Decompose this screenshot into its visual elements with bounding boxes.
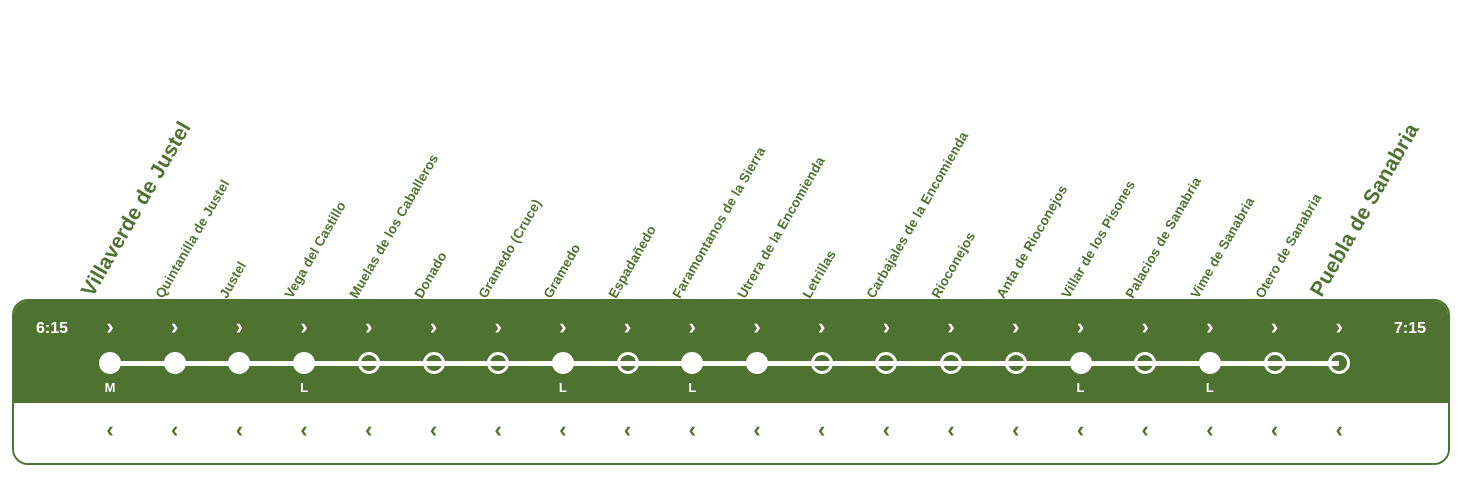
back-chevron-icon: ‹ bbox=[1206, 417, 1214, 442]
back-chevron-icon: ‹ bbox=[494, 417, 502, 442]
station-label: Gramedo (Cruce) bbox=[475, 195, 545, 301]
station-label: Palacios de Sanabria bbox=[1122, 174, 1205, 301]
station-service-marker: L bbox=[688, 380, 697, 395]
station-dot[interactable] bbox=[357, 352, 380, 374]
station-dot[interactable] bbox=[681, 352, 704, 374]
forward-chevron-icon: › bbox=[623, 314, 632, 339]
forward-chevron-icon: › bbox=[1270, 314, 1279, 339]
station-dot[interactable] bbox=[422, 352, 445, 374]
station-label: Vime de Sanabria bbox=[1187, 194, 1258, 301]
back-chevron-icon: ‹ bbox=[1141, 417, 1149, 442]
forward-chevron-icon: › bbox=[235, 314, 244, 339]
station-label: Letrillas bbox=[799, 247, 839, 301]
station-service-marker: M bbox=[104, 380, 116, 395]
forward-chevron-icon: › bbox=[429, 314, 438, 339]
station-dot[interactable] bbox=[1198, 352, 1221, 374]
station-label: Donado bbox=[410, 248, 450, 301]
station-dot[interactable] bbox=[940, 352, 963, 374]
forward-chevron-icon: › bbox=[818, 314, 826, 339]
station-dot[interactable] bbox=[746, 352, 768, 374]
forward-chevron-icon: › bbox=[106, 314, 114, 339]
station-service-marker: L bbox=[1076, 380, 1085, 395]
station-label: Rioconejos bbox=[928, 228, 979, 301]
back-chevron-icon: ‹ bbox=[1012, 417, 1020, 442]
back-chevron-icon: ‹ bbox=[171, 417, 179, 442]
station-dot[interactable] bbox=[228, 352, 251, 374]
forward-chevron-icon: › bbox=[753, 314, 761, 339]
forward-chevron-icon: › bbox=[171, 314, 179, 339]
station-service-marker: L bbox=[558, 380, 567, 395]
station-label: Puebla de Sanabria bbox=[1306, 119, 1424, 301]
timetable-panel: 6:15 7:15 ›M›››L››››L››L››››››L››L›› 16:… bbox=[12, 299, 1450, 465]
outbound-arrival-time: 7:15 bbox=[1393, 320, 1426, 337]
back-chevron-icon: ‹ bbox=[947, 417, 955, 442]
station-dot[interactable] bbox=[293, 352, 316, 374]
outbound-departure-time: 6:15 bbox=[36, 320, 69, 337]
station-label: Gramedo bbox=[540, 240, 584, 301]
station-service-marker: L bbox=[1205, 380, 1214, 395]
back-chevron-icon: ‹ bbox=[1270, 417, 1279, 442]
station-dot[interactable] bbox=[616, 352, 639, 374]
station-dot[interactable] bbox=[1263, 352, 1286, 374]
back-chevron-icon: ‹ bbox=[818, 417, 826, 442]
back-chevron-icon: ‹ bbox=[365, 417, 373, 442]
back-chevron-icon: ‹ bbox=[882, 417, 891, 442]
station-label: Justel bbox=[216, 258, 250, 301]
back-chevron-icon: ‹ bbox=[1076, 417, 1085, 442]
station-dot[interactable] bbox=[487, 352, 510, 374]
station-service-marker: L bbox=[300, 380, 309, 395]
back-chevron-icon: ‹ bbox=[753, 417, 761, 442]
outbound-direction-row: 6:15 7:15 › M › › › L › › › › L › › L › › › › › › L › › L › › bbox=[14, 301, 1448, 403]
forward-chevron-icon: › bbox=[947, 314, 955, 339]
back-chevron-icon: ‹ bbox=[429, 417, 438, 442]
back-chevron-icon: ‹ bbox=[559, 417, 567, 442]
forward-chevron-icon: › bbox=[365, 314, 373, 339]
forward-chevron-icon: › bbox=[559, 314, 567, 339]
forward-chevron-icon: › bbox=[1206, 314, 1214, 339]
forward-chevron-icon: › bbox=[300, 314, 308, 339]
station-label: Espadañedo bbox=[605, 222, 659, 301]
forward-chevron-icon: › bbox=[494, 314, 502, 339]
station-dot[interactable] bbox=[1134, 352, 1157, 374]
back-chevron-icon: ‹ bbox=[1335, 417, 1343, 442]
station-dot[interactable] bbox=[1328, 352, 1351, 374]
station-dot[interactable] bbox=[1004, 352, 1027, 374]
back-chevron-icon: ‹ bbox=[688, 417, 696, 442]
station-dot[interactable] bbox=[810, 352, 833, 374]
station-label: Anta de Rioconejos bbox=[993, 182, 1071, 301]
station-label: Villar de los Pisones bbox=[1057, 177, 1138, 301]
forward-chevron-icon: › bbox=[1335, 314, 1343, 339]
station-label: Vega del Castillo bbox=[281, 198, 350, 301]
forward-chevron-icon: › bbox=[688, 314, 696, 339]
forward-chevron-icon: › bbox=[1076, 314, 1085, 339]
station-dot[interactable] bbox=[1069, 352, 1092, 374]
station-dot[interactable] bbox=[551, 352, 574, 374]
route-line bbox=[110, 361, 1340, 366]
forward-chevron-icon: › bbox=[882, 314, 891, 339]
forward-chevron-icon: › bbox=[1012, 314, 1020, 339]
back-chevron-icon: ‹ bbox=[623, 417, 632, 442]
return-direction-row: 16:05 15:15 ‹‹‹‹‹‹‹‹‹‹‹‹‹‹‹‹‹‹‹‹ bbox=[14, 403, 1448, 463]
back-chevron-icon: ‹ bbox=[235, 417, 244, 442]
station-dot[interactable] bbox=[163, 352, 186, 374]
forward-chevron-icon: › bbox=[1141, 314, 1149, 339]
station-label: Quintanilla de Justel bbox=[152, 176, 233, 301]
back-chevron-icon: ‹ bbox=[106, 417, 114, 442]
station-dot[interactable] bbox=[875, 352, 898, 374]
back-chevron-icon: ‹ bbox=[300, 417, 308, 442]
station-dot[interactable] bbox=[99, 352, 121, 374]
